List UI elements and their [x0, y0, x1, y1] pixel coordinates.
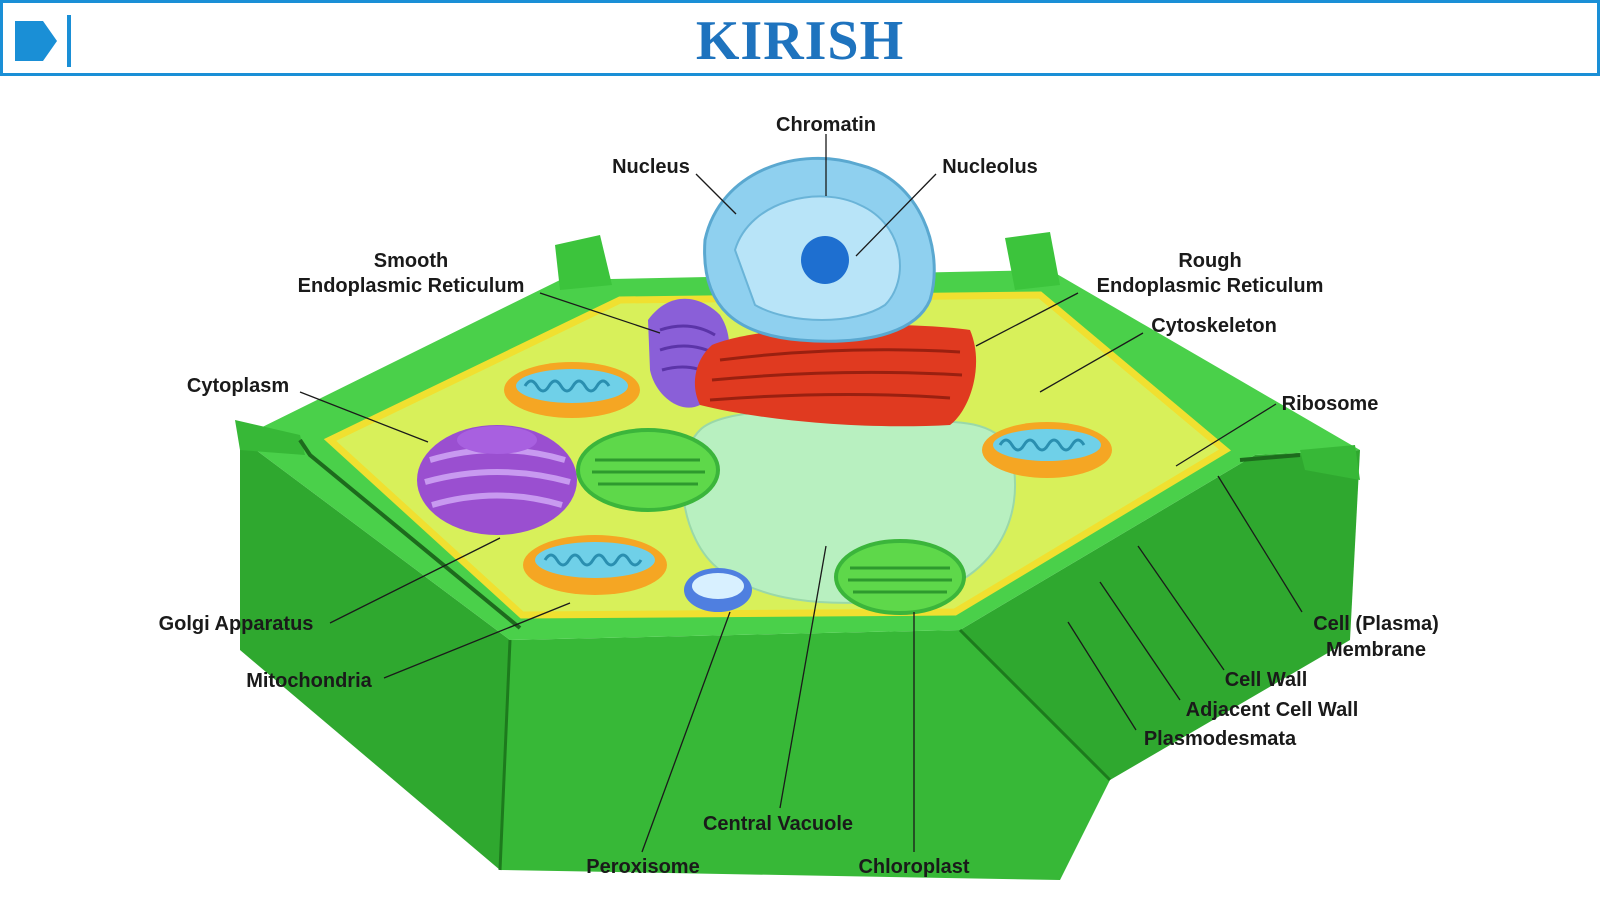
label-membrane-line1: Cell (Plasma)	[1313, 613, 1439, 635]
label-chromatin: Chromatin	[776, 114, 876, 136]
plant-cell-diagram: Chromatin Nucleus Nucleolus Smooth Endop…	[159, 114, 1439, 880]
label-smooth-er-line2: Endoplasmic Reticulum	[298, 275, 525, 297]
label-mitochondria: Mitochondria	[246, 670, 372, 692]
leader-lines	[299, 134, 1303, 853]
label-membrane-line2: Membrane	[1326, 639, 1426, 661]
label-rough-er-line2: Endoplasmic Reticulum	[1097, 275, 1324, 297]
label-nucleus: Nucleus	[612, 156, 690, 178]
label-peroxisome: Peroxisome	[586, 856, 699, 878]
label-nucleolus: Nucleolus	[942, 156, 1038, 178]
page-title: KIRISH	[695, 10, 905, 72]
header-bar: KIRISH	[0, 0, 1600, 76]
label-cytoskeleton: Cytoskeleton	[1151, 315, 1277, 337]
mitochondrion-1	[504, 362, 640, 418]
label-golgi: Golgi Apparatus	[159, 613, 314, 635]
label-ribosome: Ribosome	[1282, 393, 1379, 415]
peroxisome	[684, 568, 752, 612]
label-central-vacuole: Central Vacuole	[703, 813, 853, 835]
nucleolus-shape	[801, 236, 849, 284]
play-icon[interactable]	[13, 15, 79, 67]
label-rough-er-line1: Rough	[1178, 250, 1241, 272]
mitochondrion-2	[523, 535, 667, 595]
label-chloroplast: Chloroplast	[858, 856, 969, 878]
nucleus	[703, 156, 936, 343]
label-cytoplasm: Cytoplasm	[187, 375, 289, 397]
label-cell-wall: Cell Wall	[1225, 669, 1308, 691]
golgi-apparatus	[417, 425, 577, 535]
label-smooth-er-line1: Smooth	[374, 250, 448, 272]
mitochondrion-3	[982, 422, 1112, 478]
rough-er	[694, 325, 977, 427]
chloroplast-1	[576, 428, 720, 512]
label-adjacent-cell-wall: Adjacent Cell Wall	[1186, 699, 1359, 721]
chloroplast-2	[834, 539, 966, 615]
label-plasmodesmata: Plasmodesmata	[1144, 728, 1297, 750]
